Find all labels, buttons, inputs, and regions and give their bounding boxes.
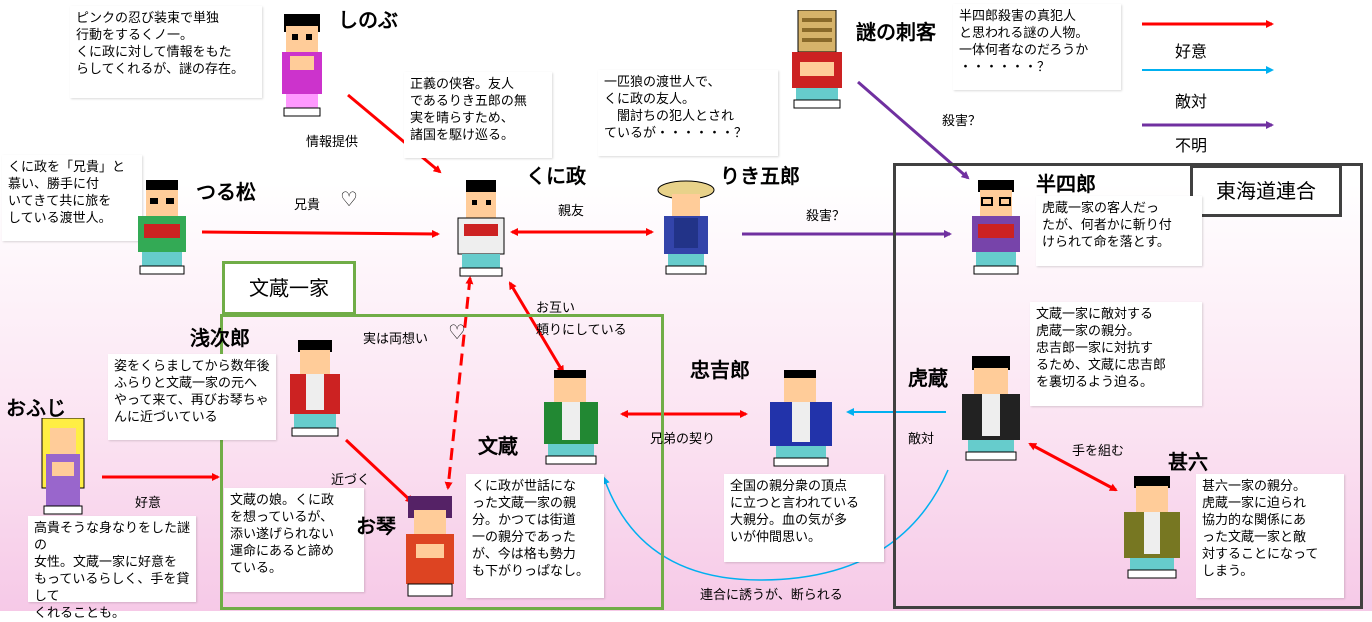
sprite-torazo <box>962 356 1020 461</box>
rel-rengou: 連合に誘うが、断られる <box>700 588 843 603</box>
name-hanshiro: 半四郎 <box>1036 172 1096 196</box>
arrow-tsurumatsu-kunimasa <box>201 229 440 238</box>
group-tokaido-title: 東海道連合 <box>1190 165 1342 217</box>
sprite-kunimasa <box>457 180 505 277</box>
rel-satsugai-nazo: 殺害？ <box>942 114 982 129</box>
rel-kyoudai: 兄弟の契り <box>650 432 716 447</box>
desc-shinobu: ピンクの忍び装束で単独 行動をするくノ一。 くに政に対して情報をもた らしてくれ… <box>70 6 262 98</box>
sprite-ofuji <box>41 418 85 515</box>
name-nazo: 謎の刺客 <box>856 20 936 44</box>
rel-satsugai-rikigoro: 殺害？ <box>806 209 846 224</box>
name-okoto: お琴 <box>356 514 396 538</box>
legend-label-tekitai: 敵対 <box>1175 92 1208 111</box>
sprite-bunzo <box>544 370 598 465</box>
sprite-hanshiro <box>972 180 1020 275</box>
arrow-torazo-jinroku <box>1028 442 1118 492</box>
desc-kunimasa: 正義の侠客。友人 であるりき五郎の無 実を晴らすため、 諸国を駆け巡る。 <box>404 72 552 158</box>
name-chukichiro: 忠吉郎 <box>690 358 750 382</box>
sprite-okoto <box>406 496 454 597</box>
sprite-tsurumatsu <box>138 180 186 275</box>
desc-bunzo: くに政が世話にな った文蔵一家の親 分。かつては街道 一の親分であった が、今は… <box>466 474 604 598</box>
name-tsurumatsu: つる松 <box>196 180 256 204</box>
arrow-shinobu-kunimasa <box>347 93 442 174</box>
name-kunimasa: くに政 <box>526 164 586 188</box>
desc-asajiro: 姿をくらましてから数年後 ふらりと文蔵一家の元へ やって来て、再びお琴ちゃ んに… <box>108 354 276 440</box>
arrow-nazo-hanshiro <box>857 80 970 180</box>
arrow-kunimasa-bunzo <box>508 281 565 374</box>
sprite-jinroku <box>1124 476 1180 579</box>
desc-hanshiro: 虎蔵一家の客人だっ たが、何者かに斬り付 けられて命を落とす。 <box>1036 196 1202 266</box>
name-jinroku: 甚六 <box>1168 450 1208 474</box>
legend-label-koui: 好意 <box>1175 42 1208 61</box>
name-asajiro: 浅次郎 <box>190 326 250 350</box>
desc-ofuji: 高貴そうな身なりをした謎の 女性。文蔵一家に好意を もっているらしく、手を貸して… <box>28 516 196 621</box>
group-bunzo-ikka <box>220 314 664 610</box>
group-bunzo-title: 文蔵一家 <box>222 261 356 315</box>
arrow-kunimasa-okoto <box>444 276 474 490</box>
sprite-rikigoro <box>657 180 715 275</box>
legend-label-fumei: 不明 <box>1175 136 1208 155</box>
rel-chikazuku: 近づく <box>331 473 371 488</box>
desc-nazo: 半四郎殺害の真犯人 と思われる謎の人物。 一体何者なのだろうか ・・・・・・？ <box>953 4 1121 90</box>
rel-tewokumu: 手を組む <box>1072 444 1125 459</box>
sprite-chukichiro <box>770 370 832 467</box>
sprite-asajiro <box>290 340 340 437</box>
rel-info: 情報提供 <box>306 135 359 150</box>
name-torazo: 虎蔵 <box>908 366 948 390</box>
name-bunzo: 文蔵 <box>478 434 518 458</box>
rel-ryouomoi: 実は両想い <box>363 332 429 347</box>
name-ofuji: おふじ <box>6 396 66 420</box>
sprite-shinobu <box>282 14 322 117</box>
desc-chukichiro: 全国の親分衆の頂点 に立つと言われている 大親分。血の気が多 いが仲間思い。 <box>724 474 884 562</box>
heart-icon-ryouomoi: ♡ <box>448 320 466 344</box>
arrow-torazo-bunzo-curve <box>602 469 949 581</box>
name-shinobu: しのぶ <box>338 8 398 32</box>
arrow-asajiro-okoto <box>344 438 414 504</box>
desc-tsurumatsu: くに政を「兄貴」と 慕い、勝手に付 いてきて共に旅を している渡世人。 <box>2 155 142 241</box>
rel-koui: 好意 <box>135 496 162 511</box>
sprite-nazo <box>792 10 842 109</box>
desc-rikigoro: 一匹狼の渡世人で、 くに政の友人。 闇討ちの犯人とされ ているが・・・・・・？ <box>598 70 778 156</box>
rel-tekitai: 敵対 <box>908 432 935 447</box>
desc-okoto: 文蔵の娘。くに政 を想っているが、 添い遂げられない 運命にあると諦め ている。 <box>224 488 364 592</box>
heart-icon: ♡ <box>340 187 358 211</box>
group-tokaido-rengou <box>893 163 1363 609</box>
name-rikigoro: りき五郎 <box>720 164 800 188</box>
rel-aniki: 兄貴 <box>294 198 321 213</box>
rel-otagai: お互い 頼りにしている <box>536 301 627 338</box>
rel-shinyu: 親友 <box>558 204 585 219</box>
desc-torazo: 文蔵一家に敵対する 虎蔵一家の親分。 忠吉郎一家に対抗す るため、文蔵に忠吉郎 … <box>1030 302 1202 406</box>
desc-jinroku: 甚六一家の親分。 虎蔵一家に迫られ 協力的な関係にあ った文蔵一家と敵 対するこ… <box>1196 474 1344 598</box>
